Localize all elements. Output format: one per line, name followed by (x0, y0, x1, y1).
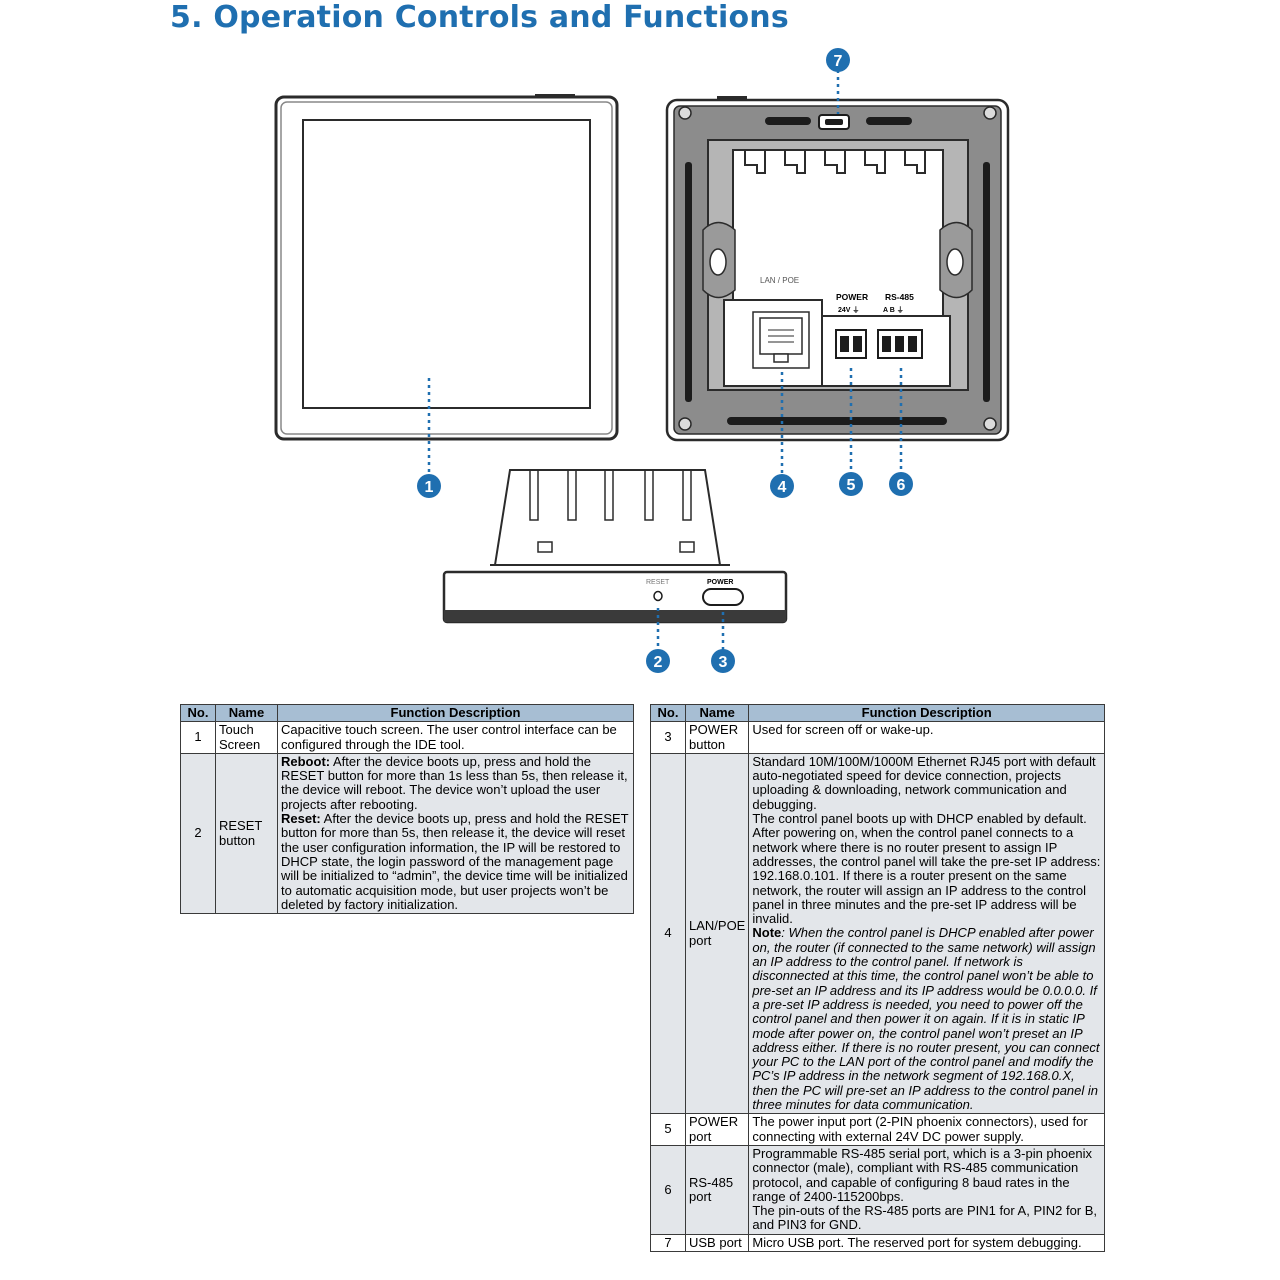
callout-5-number: 5 (847, 477, 856, 494)
description-text: Used for screen off or wake-up. (752, 722, 934, 738)
callout-3: 3 (711, 649, 735, 673)
callout-6: 6 (889, 472, 913, 496)
row-description: Programmable RS-485 serial port, which i… (748, 1144, 1105, 1235)
row-name: USB port (684, 1233, 750, 1252)
description-text: The control panel boots up with DHCP ena… (752, 811, 1101, 927)
description-text: Micro USB port. The reserved port for sy… (752, 1234, 1082, 1250)
row-number: 4 (650, 752, 686, 1115)
description-text: Programmable RS-485 serial port, which i… (752, 1145, 1092, 1204)
description-paragraph: Note: When the control panel is DHCP ena… (752, 926, 1101, 1112)
description-text: : When the control panel is DHCP enabled… (752, 925, 1100, 1113)
description-text: The power input port (2-PIN phoenix conn… (752, 1114, 1088, 1144)
description-paragraph: Programmable RS-485 serial port, which i… (752, 1145, 1101, 1204)
description-text: After the device boots up, press and hol… (281, 811, 629, 912)
description-paragraph: Used for screen off or wake-up. (752, 723, 1101, 737)
reset-side-label: RESET (646, 579, 670, 586)
header-name: Name (215, 703, 278, 723)
power-side-label: POWER (707, 579, 733, 586)
row-description: Standard 10M/100M/1000M Ethernet RJ45 po… (748, 752, 1105, 1115)
callout-4-number: 4 (778, 479, 787, 496)
row-name: Touch Screen (215, 721, 278, 754)
description-paragraph: Micro USB port. The reserved port for sy… (752, 1234, 1101, 1250)
callout-1-number: 1 (425, 479, 434, 496)
callout-3-number: 3 (719, 654, 728, 671)
callout-7-number: 7 (834, 53, 843, 70)
header-description: Function Description (277, 703, 634, 723)
row-name: RESET button (215, 752, 278, 915)
side-panel: RESET POWER (442, 469, 788, 650)
description-paragraph: The pin-outs of the RS-485 ports are PIN… (752, 1203, 1101, 1233)
description-paragraph: The control panel boots up with DHCP ena… (752, 811, 1101, 927)
description-paragraph: Reboot: After the device boots up, press… (281, 753, 630, 812)
description-text: Capacitive touch screen. The user contro… (281, 722, 617, 752)
device-diagram: LAN / POE POWER 24V ⏚ RS-485 A B ⏚ RESET… (274, 48, 1010, 673)
table-header-row: No. Name Function Description (650, 703, 1105, 723)
rs485-port-label: RS-485 (885, 292, 914, 302)
description-label: Reset: (281, 811, 321, 827)
row-number: 1 (180, 721, 216, 754)
row-description: Used for screen off or wake-up. (748, 721, 1105, 754)
rs485-pins-label: A B ⏚ (883, 306, 904, 314)
description-label: Reboot: (281, 753, 331, 769)
description-label: Note (752, 925, 782, 941)
callout-4: 4 (770, 474, 794, 498)
callout-5: 5 (839, 472, 863, 496)
row-description: Reboot: After the device boots up, press… (277, 752, 634, 915)
header-name: Name (684, 703, 750, 723)
lan-poe-label: LAN / POE (760, 276, 799, 285)
description-paragraph: Capacitive touch screen. The user contro… (281, 723, 630, 752)
description-paragraph: Reset: After the device boots up, press … (281, 811, 630, 912)
row-description: Capacitive touch screen. The user contro… (277, 721, 634, 754)
description-paragraph: The power input port (2-PIN phoenix conn… (752, 1115, 1101, 1144)
header-no: No. (650, 703, 686, 723)
row-description: The power input port (2-PIN phoenix conn… (748, 1113, 1105, 1146)
callout-2: 2 (646, 649, 670, 673)
back-panel: LAN / POE POWER 24V ⏚ RS-485 A B ⏚ (665, 70, 1010, 474)
callout-1: 1 (417, 474, 441, 498)
description-text: Standard 10M/100M/1000M Ethernet RJ45 po… (752, 753, 1096, 812)
callout-7: 7 (826, 48, 850, 72)
description-text: The pin-outs of the RS-485 ports are PIN… (752, 1203, 1098, 1233)
callout-6-number: 6 (897, 477, 906, 494)
header-description: Function Description (748, 703, 1105, 723)
power-pins-label: 24V ⏚ (838, 306, 859, 314)
power-port-label: POWER (836, 292, 868, 302)
row-name: POWER port (684, 1113, 750, 1146)
row-number: 5 (650, 1113, 686, 1146)
row-number: 7 (650, 1233, 686, 1252)
row-description: Micro USB port. The reserved port for sy… (748, 1233, 1105, 1252)
row-number: 3 (650, 721, 686, 754)
row-name: LAN/POE port (684, 752, 750, 1115)
description-text: After the device boots up, press and hol… (281, 753, 628, 812)
row-number: 6 (650, 1144, 686, 1235)
header-no: No. (180, 703, 216, 723)
table-header-row: No. Name Function Description (180, 703, 634, 723)
row-number: 2 (180, 752, 216, 915)
row-name: POWER button (684, 721, 750, 754)
callout-2-number: 2 (654, 654, 663, 671)
row-name: RS-485 port (684, 1144, 750, 1235)
section-heading: 5. Operation Controls and Functions (170, 0, 789, 35)
front-panel (274, 94, 619, 474)
description-paragraph: Standard 10M/100M/1000M Ethernet RJ45 po… (752, 753, 1101, 812)
